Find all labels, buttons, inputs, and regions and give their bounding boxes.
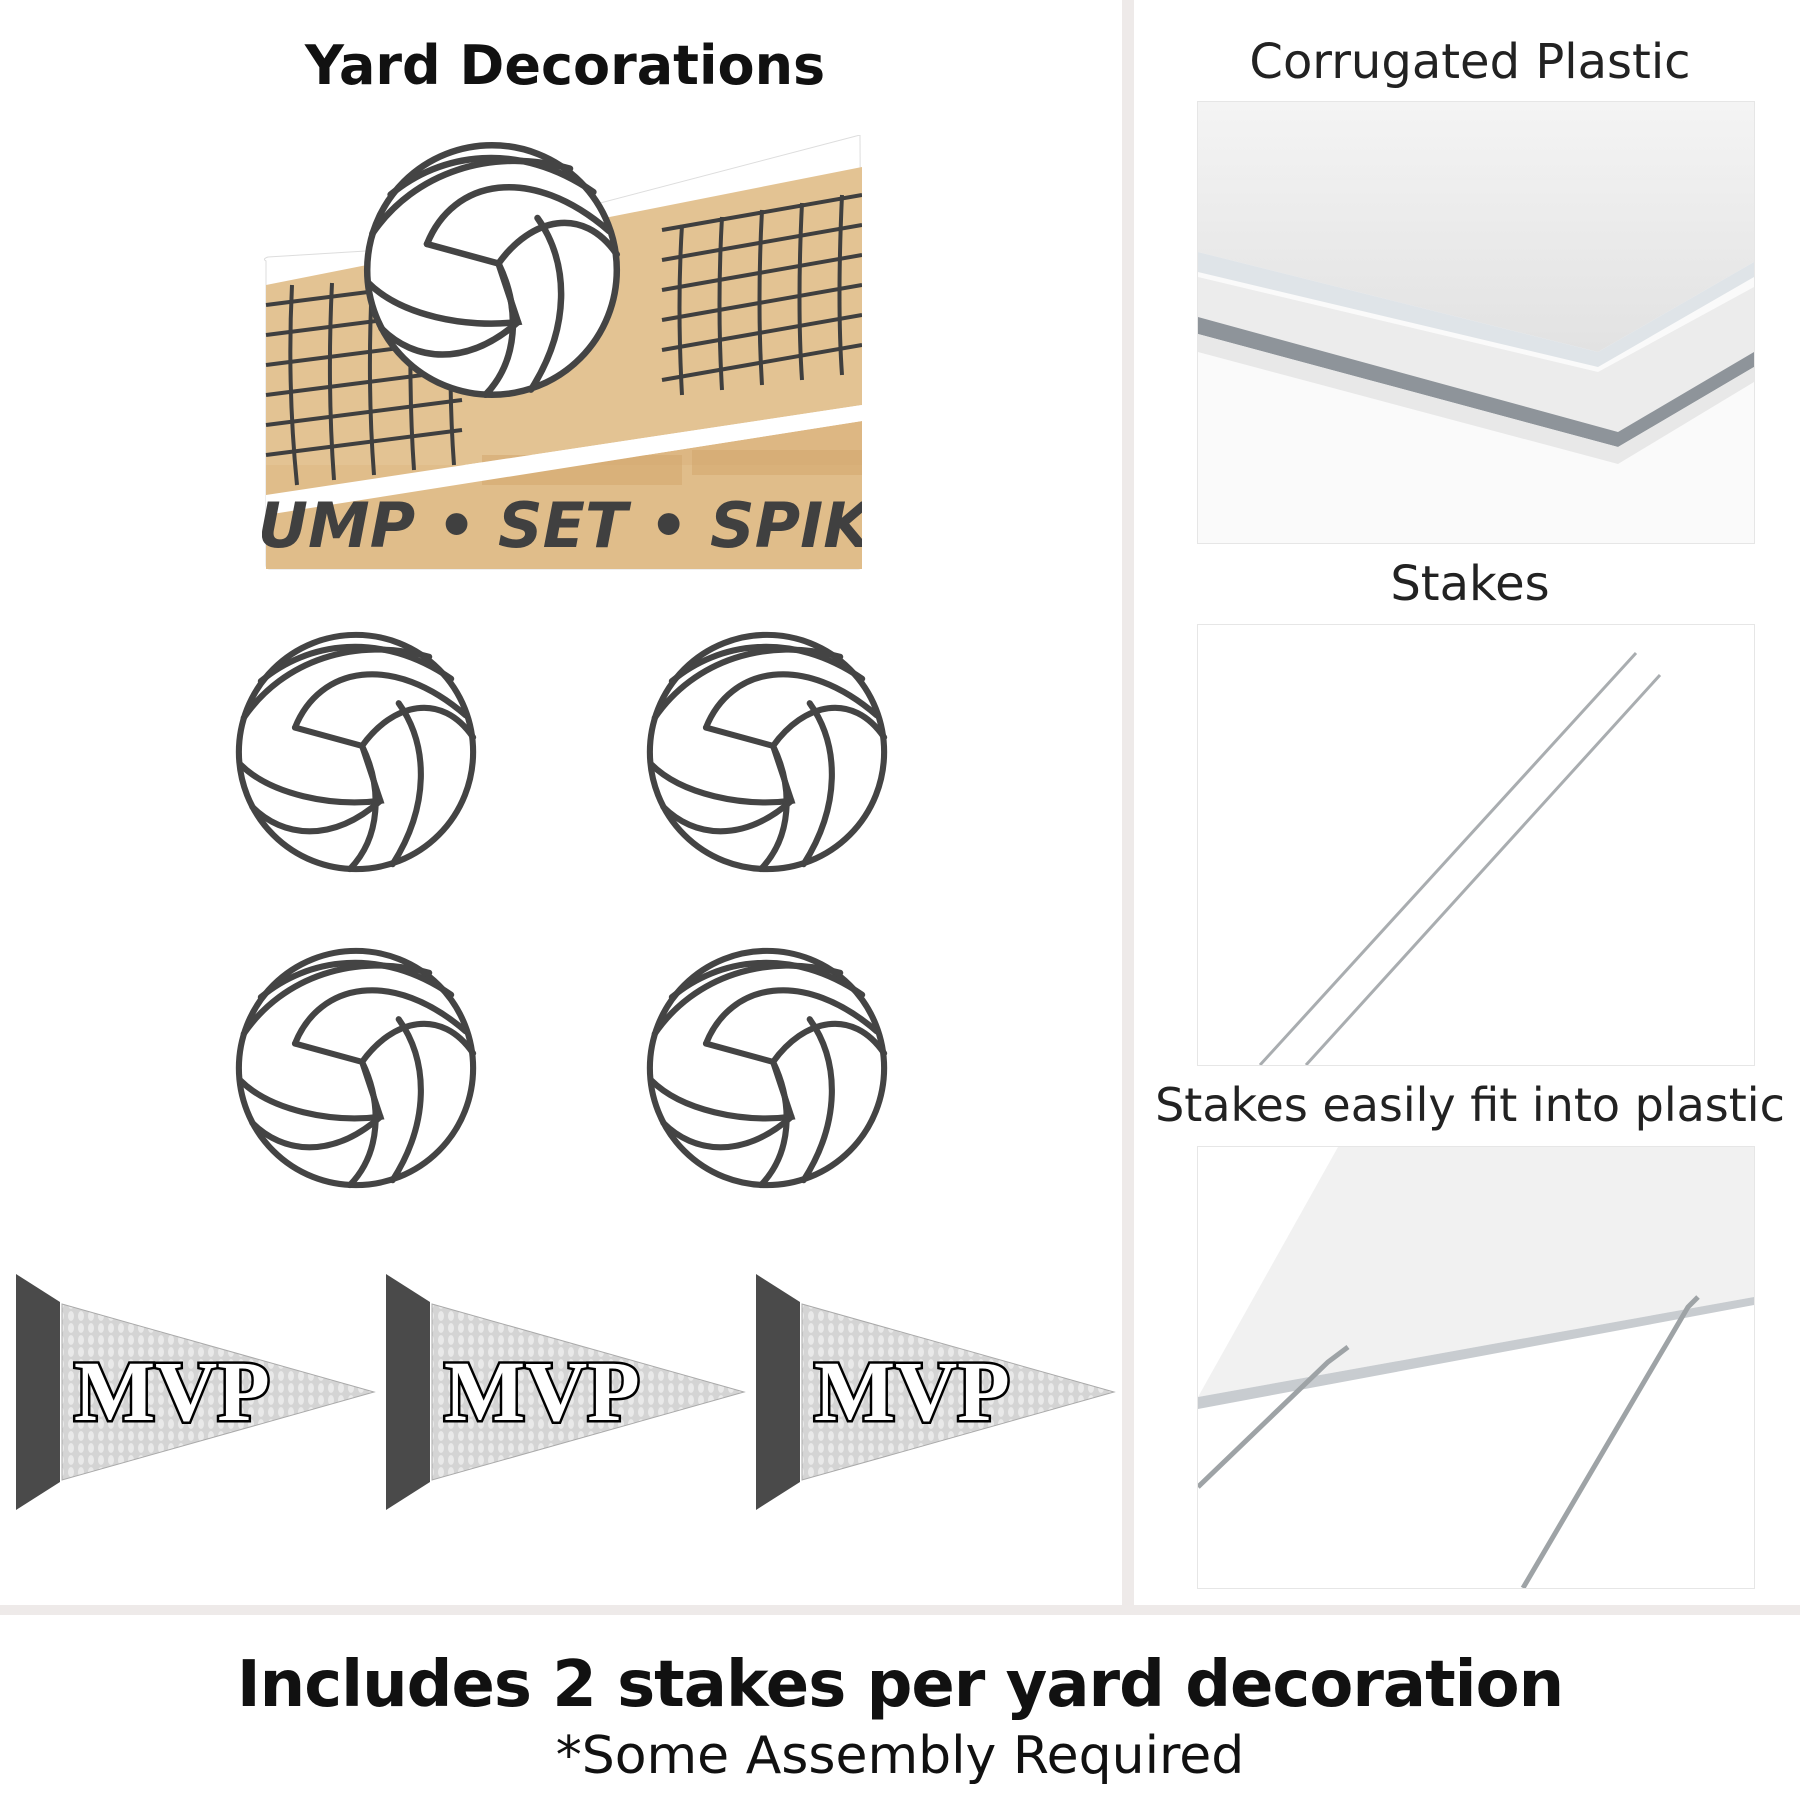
sign-text: BUMP • SET • SPIKE — [262, 489, 862, 562]
volleyball-cutout — [645, 630, 889, 874]
svg-text:MVP: MVP — [74, 1343, 270, 1439]
yard-decorations-title: Yard Decorations — [304, 34, 826, 97]
corrugated-plastic-photo — [1197, 101, 1755, 544]
bump-set-spike-sign: BUMP • SET • SPIKE — [262, 135, 862, 571]
stakes-label: Stakes — [1390, 556, 1550, 612]
svg-text:MVP: MVP — [444, 1343, 640, 1439]
volleyball-cutout — [234, 630, 478, 874]
volleyball-cutout — [645, 946, 889, 1190]
footer-headline: Includes 2 stakes per yard decoration — [236, 1648, 1564, 1722]
stakes-photo — [1197, 624, 1755, 1066]
stakes-in-plastic-photo — [1197, 1146, 1755, 1589]
corrugated-plastic-label: Corrugated Plastic — [1249, 34, 1691, 90]
horizontal-divider — [0, 1605, 1800, 1615]
svg-text:MVP: MVP — [814, 1343, 1010, 1439]
mvp-pennant: MVP — [756, 1274, 1116, 1510]
stakes-fit-label: Stakes easily fit into plastic — [1155, 1078, 1785, 1132]
mvp-pennant: MVP — [386, 1274, 746, 1510]
vertical-divider — [1122, 0, 1134, 1605]
volleyball-cutout — [234, 946, 478, 1190]
assembly-note: *Some Assembly Required — [555, 1726, 1245, 1786]
mvp-pennant: MVP — [16, 1274, 376, 1510]
